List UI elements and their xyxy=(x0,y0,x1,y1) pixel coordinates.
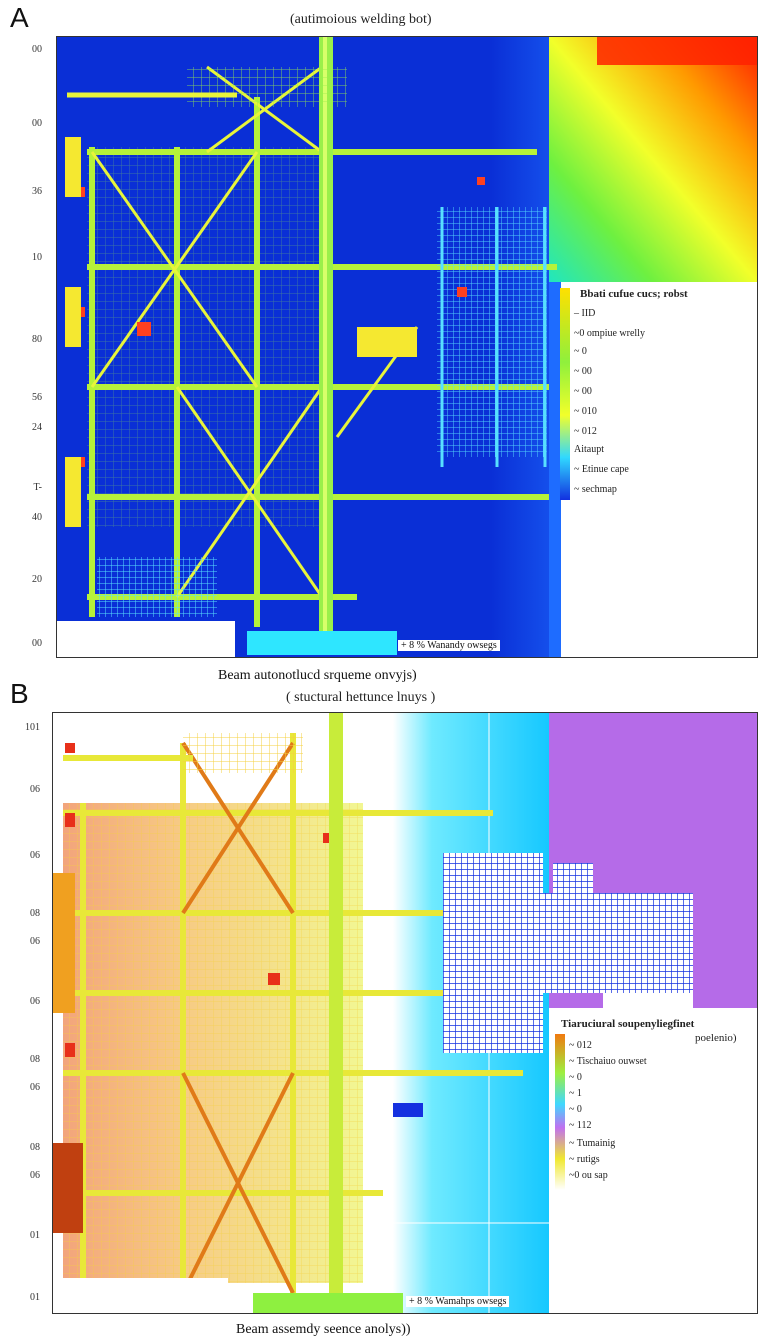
panel-b-legend-item: ~0 ou sap xyxy=(569,1170,608,1181)
panel-b-legend-item: ~ 1 xyxy=(569,1088,582,1099)
panel-a-legend-item: ~ 010 xyxy=(574,406,597,417)
panel-a-tick: T- xyxy=(33,482,42,493)
panel-b-tick: 101 xyxy=(25,722,40,733)
panel-a-tick: 56 xyxy=(32,392,42,403)
panel-b-tick: 06 xyxy=(30,936,40,947)
panel-b-letter: B xyxy=(10,678,29,709)
panel-a-overlay-label: + 8 % Wanandy owsegs xyxy=(398,640,500,651)
panel-a-legend-item: ~0 ompiue wrelly xyxy=(574,328,645,339)
panel-b-tick: 08 xyxy=(30,1142,40,1153)
panel-b-tick: 08 xyxy=(30,908,40,919)
panel-b-overlay-label: + 8 % Wamahps owsegs xyxy=(406,1296,510,1307)
panel-a-tick: 10 xyxy=(32,252,42,263)
panel-a-tick: 00 xyxy=(32,118,42,129)
panel-b-tick: 06 xyxy=(30,1082,40,1093)
panel-b-y-axis: 101 06 06 08 06 06 08 06 08 06 01 01 xyxy=(0,712,52,1312)
panel-a-letter: A xyxy=(10,2,29,33)
panel-a-legend-header: Bbati cufue cucs; robst xyxy=(580,288,688,300)
panel-a-colorbar xyxy=(560,288,570,500)
panel-a-tick: 00 xyxy=(32,44,42,55)
panel-a-legend-item: ~ 012 xyxy=(574,426,597,437)
panel-b-title: ( stuctural hettunce lnuys ) xyxy=(286,690,436,705)
panel-a-legend: Bbati cufue cucs; robst – IID ~0 ompiue … xyxy=(560,288,750,504)
panel-a-tick: 00 xyxy=(32,638,42,649)
panel-b-tick: 06 xyxy=(30,784,40,795)
panel-a-title: (autimoious welding bot) xyxy=(290,12,432,27)
panel-a-legend-item: – IID xyxy=(574,308,596,319)
panel-a-heatmap xyxy=(56,36,758,658)
panel-b-legend: Tiaruciural soupenyliegfinet poelenio) ~… xyxy=(555,1018,755,1208)
panel-a-tick: 36 xyxy=(32,186,42,197)
panel-a-caption: Beam autonotlucd srqueme onvyjs) xyxy=(218,668,417,683)
panel-a-tick: 20 xyxy=(32,574,42,585)
panel-a-tick: 80 xyxy=(32,334,42,345)
panel-b-legend-header-cont: poelenio) xyxy=(695,1032,737,1044)
panel-b-legend-item: ~ 0 xyxy=(569,1104,582,1115)
panel-a-tick: 40 xyxy=(32,512,42,523)
panel-a-legend-item: ~ 00 xyxy=(574,366,592,377)
panel-b-legend-item: ~ 012 xyxy=(569,1040,592,1051)
panel-b-heatmap xyxy=(52,712,758,1314)
panel-b-tick: 06 xyxy=(30,996,40,1007)
panel-a-legend-item: ~ 00 xyxy=(574,386,592,397)
panel-a-tick: 24 xyxy=(32,422,42,433)
panel-b-legend-item: ~ rutigs xyxy=(569,1154,600,1165)
panel-b-tick: 01 xyxy=(30,1230,40,1241)
panel-a-legend-item: Aitaupt xyxy=(574,444,604,455)
panel-b-tick: 06 xyxy=(30,850,40,861)
panel-b-colorbar xyxy=(555,1034,565,1190)
panel-a-y-axis: 00 00 36 10 80 56 24 T- 40 20 00 xyxy=(0,36,54,656)
panel-b-tick: 08 xyxy=(30,1054,40,1065)
panel-b-legend-item: ~ 0 xyxy=(569,1072,582,1083)
panel-b-legend-header: Tiaruciural soupenyliegfinet xyxy=(561,1018,695,1030)
panel-b-legend-item: ~ Tumainig xyxy=(569,1138,616,1149)
panel-a-legend-item: ~ sechmap xyxy=(574,484,617,495)
panel-b-caption: Beam assemdy seence anolys)) xyxy=(236,1322,411,1337)
panel-b-legend-item: ~ 112 xyxy=(569,1120,592,1131)
panel-b-tick: 01 xyxy=(30,1292,40,1303)
panel-a-legend-item: ~ 0 xyxy=(574,346,587,357)
panel-b-legend-item: ~ Tischaiuo ouwset xyxy=(569,1056,647,1067)
panel-b-tick: 06 xyxy=(30,1170,40,1181)
panel-a-legend-item: ~ Etinue cape xyxy=(574,464,629,475)
